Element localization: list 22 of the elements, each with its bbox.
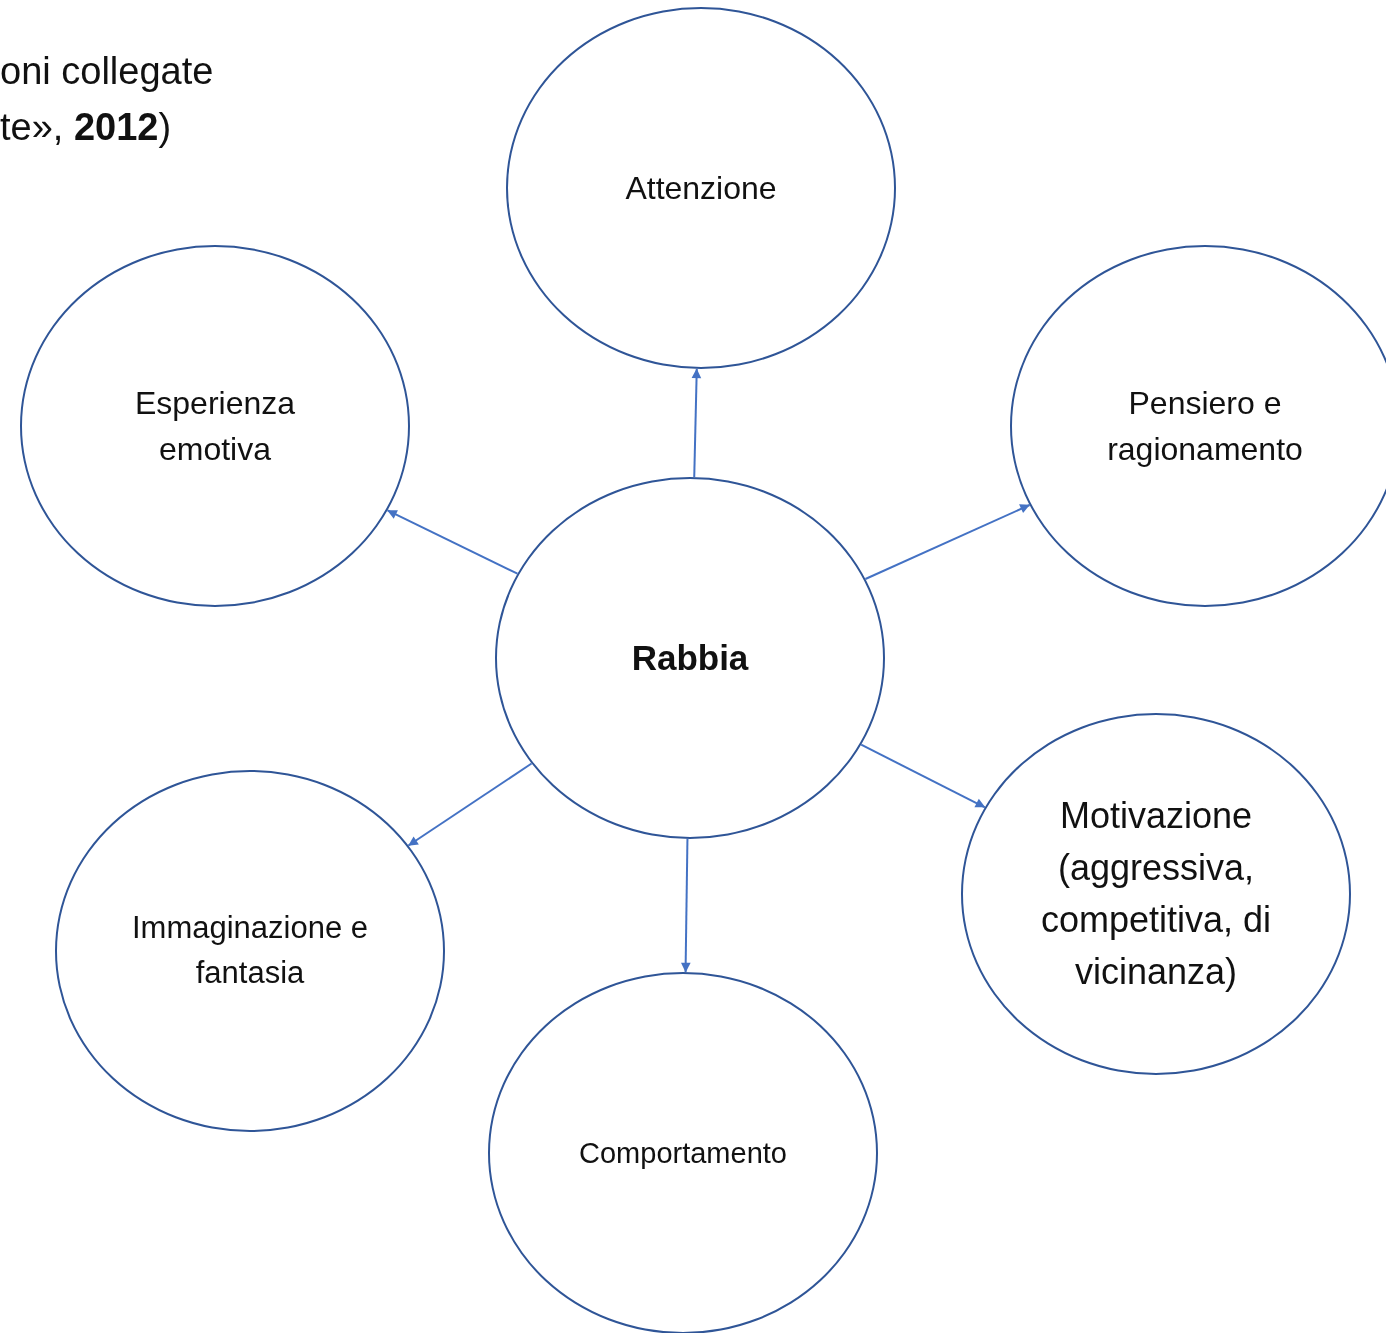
concept-ellipse <box>495 477 885 839</box>
node-label: Comportamento <box>579 1135 787 1171</box>
node-label: Esperienza emotiva <box>133 383 297 469</box>
concept-ellipse <box>506 7 896 369</box>
node-label: Immaginazione e fantasia <box>130 909 370 992</box>
node-label: Attenzione <box>625 168 777 208</box>
arrow <box>386 509 519 575</box>
concept-ellipse <box>20 245 410 607</box>
node-label: Pensiero e ragionamento <box>1106 383 1304 469</box>
concept-ellipse <box>488 972 878 1333</box>
concept-ellipse <box>1010 245 1386 607</box>
title-text: te», 2012) <box>0 106 172 149</box>
title-text: oni collegate <box>0 50 214 93</box>
concept-ellipse <box>961 713 1351 1075</box>
arrow <box>691 367 702 479</box>
node-label: Rabbia <box>631 636 749 679</box>
arrow <box>681 838 691 973</box>
arrow <box>407 762 533 847</box>
node-label: Motivazione (aggressiva, competitiva, di vicinanza) <box>1039 793 1273 995</box>
arrow <box>864 504 1031 580</box>
concept-ellipse <box>55 770 445 1132</box>
arrow <box>860 743 986 809</box>
